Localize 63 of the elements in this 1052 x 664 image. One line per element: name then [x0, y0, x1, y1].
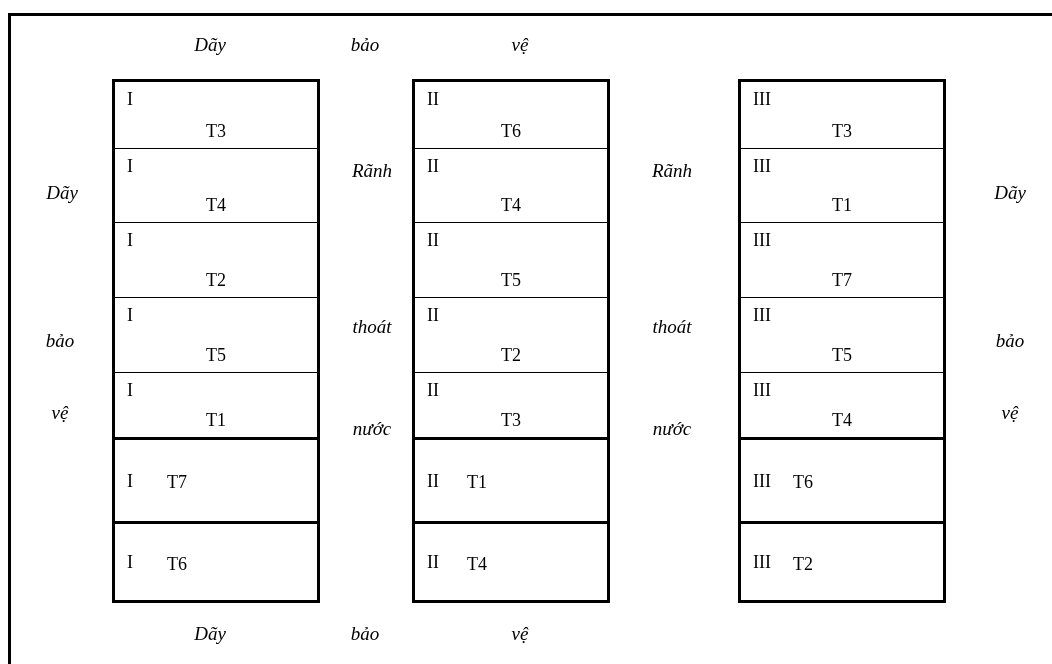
treatment-label: T1	[467, 473, 487, 491]
treatment-label: T7	[832, 271, 852, 289]
margin-label: vệ	[1001, 402, 1019, 422]
treatment-label: T5	[501, 271, 521, 289]
replicate-label: II	[427, 381, 439, 399]
replicate-label: II	[427, 471, 439, 490]
treatment-label: T2	[793, 554, 813, 573]
margin-label: thoát	[352, 316, 392, 336]
plot-column	[738, 79, 946, 603]
margin-label: nước	[352, 418, 392, 438]
treatment-label: T2	[501, 346, 521, 364]
treatment-label: T6	[167, 554, 187, 573]
margin-label: bảo	[45, 330, 75, 350]
margin-label: Rãnh	[651, 160, 693, 180]
replicate-label: II	[427, 231, 439, 249]
margin-label: Dãy	[194, 34, 226, 54]
margin-label: vệ	[511, 34, 529, 54]
treatment-label: T4	[467, 554, 487, 573]
replicate-label: III	[753, 553, 771, 571]
plot-column	[412, 79, 610, 603]
treatment-label: T6	[501, 122, 521, 140]
margin-label: Dãy	[994, 182, 1026, 202]
replicate-label: III	[753, 471, 771, 490]
replicate-label: III	[753, 231, 771, 249]
treatment-label: T3	[206, 122, 226, 140]
treatment-label: T5	[206, 346, 226, 364]
replicate-label: I	[127, 231, 133, 249]
treatment-label: T7	[167, 473, 187, 491]
replicate-label: II	[427, 306, 439, 324]
margin-label: vệ	[51, 402, 69, 422]
replicate-label: II	[427, 90, 439, 108]
treatment-label: T2	[206, 271, 226, 289]
treatment-label: T4	[206, 196, 226, 214]
plot-column	[112, 79, 320, 603]
margin-label: nước	[652, 418, 692, 438]
margin-label: Rãnh	[351, 160, 393, 180]
margin-label: bảo	[995, 330, 1025, 350]
replicate-label: I	[127, 157, 133, 175]
replicate-label: II	[427, 157, 439, 175]
treatment-label: T4	[501, 196, 521, 214]
replicate-label: I	[127, 471, 133, 490]
margin-label: bảo	[350, 34, 380, 54]
margin-label: vệ	[511, 623, 529, 643]
replicate-label: I	[127, 381, 133, 399]
treatment-label: T3	[832, 122, 852, 140]
treatment-label: T4	[832, 411, 852, 429]
replicate-label: III	[753, 90, 771, 108]
treatment-label: T1	[206, 411, 226, 429]
replicate-label: III	[753, 381, 771, 399]
margin-label: bảo	[350, 623, 380, 643]
replicate-label: III	[753, 157, 771, 175]
margin-label: Dãy	[46, 182, 78, 202]
margin-label: thoát	[652, 316, 692, 336]
treatment-label: T6	[793, 473, 813, 491]
treatment-label: T1	[832, 196, 852, 214]
treatment-label: T3	[501, 411, 521, 429]
margin-label: Dãy	[194, 623, 226, 643]
treatment-label: T5	[832, 346, 852, 364]
replicate-label: I	[127, 90, 133, 108]
replicate-label: I	[127, 553, 133, 571]
replicate-label: I	[127, 306, 133, 324]
replicate-label: II	[427, 553, 439, 571]
replicate-label: III	[753, 306, 771, 324]
